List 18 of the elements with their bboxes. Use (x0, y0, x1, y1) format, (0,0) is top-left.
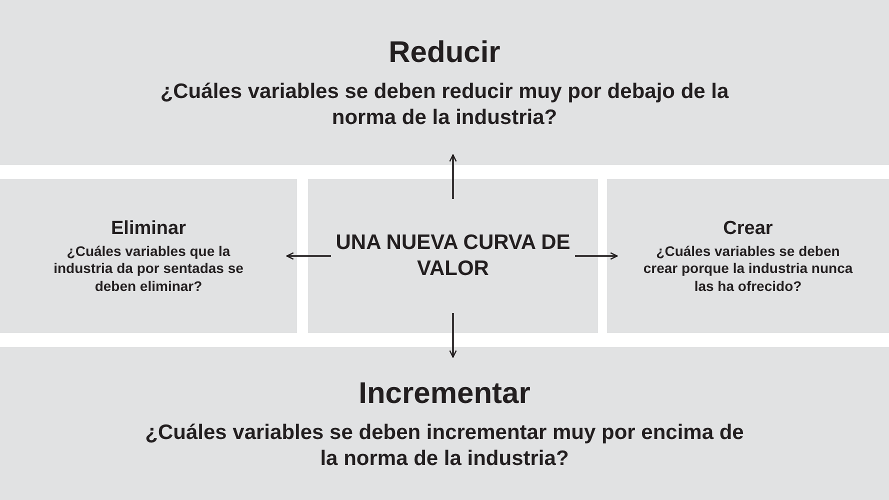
arrow (449, 313, 457, 358)
question-text: ¿Cuáles variables se deben reducir muy por debajo de la norma de la industria? (159, 79, 730, 132)
center-label: UNA NUEVA CURVA DE VALOR (334, 230, 572, 282)
arrow (286, 252, 331, 260)
quadrant-box (308, 179, 598, 333)
arrow (575, 252, 618, 260)
question-text: ¿Cuáles variables se deben crear porque la industria nunca las ha ofrecido? (642, 242, 854, 296)
quadrant-box (0, 179, 297, 333)
quadrant-box (607, 179, 889, 333)
quadrant-box (0, 0, 889, 165)
box-heading: Eliminar (111, 216, 186, 241)
question-text: ¿Cuáles variables que la industria da por sentadas se deben eliminar? (52, 242, 244, 296)
box-heading: Incrementar (358, 376, 530, 412)
arrow (449, 154, 457, 199)
box-heading: Crear (723, 216, 773, 241)
question-text: ¿Cuáles variables se deben incrementar muy por encima de la norma de la industria? (144, 420, 744, 472)
box-heading: Reducir (388, 34, 500, 70)
quadrant-box (0, 347, 889, 500)
